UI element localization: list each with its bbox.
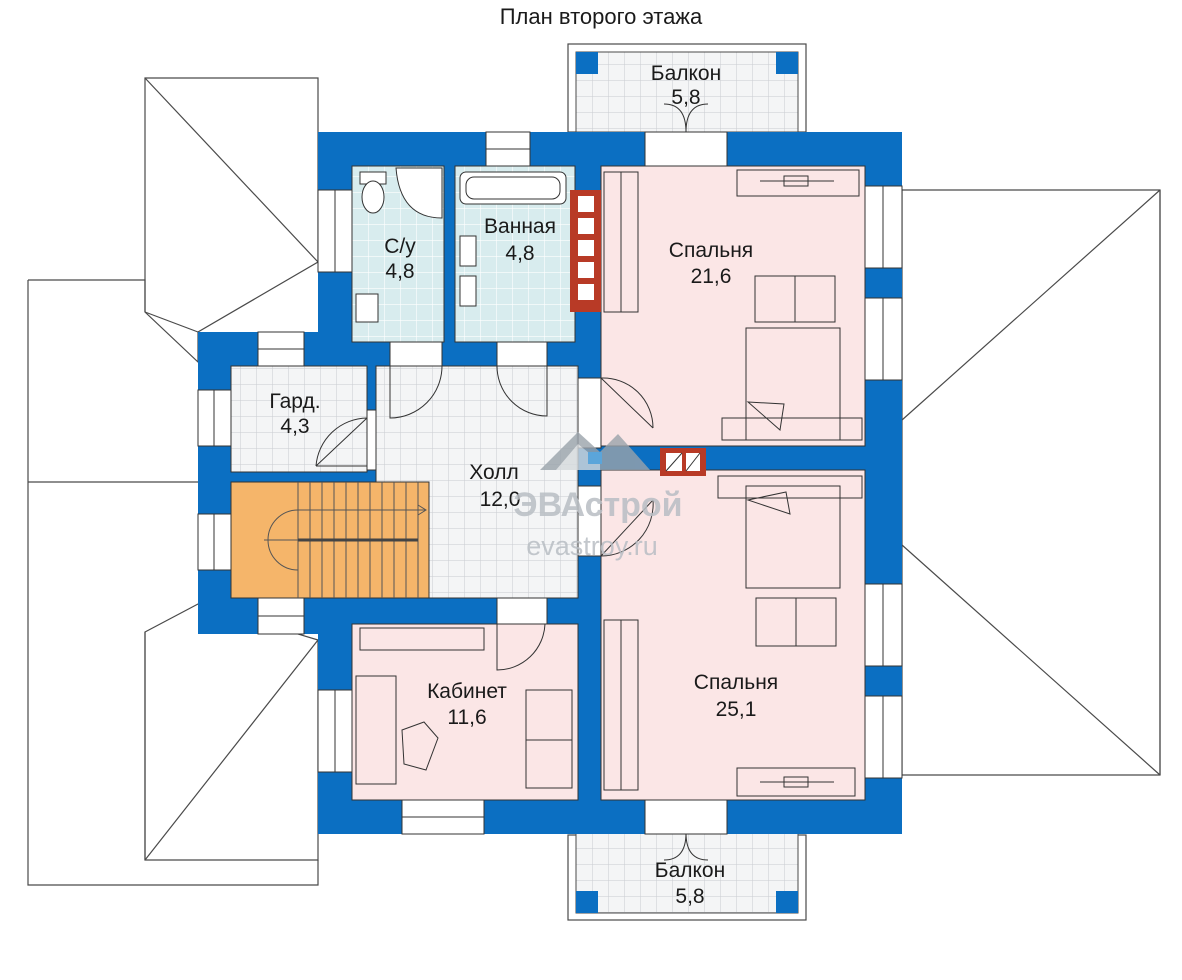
room-bedroom-2	[600, 469, 866, 801]
desk-icon	[355, 675, 397, 785]
bedroom-2-furniture	[603, 475, 863, 797]
room-name-study: Кабинет	[427, 680, 507, 703]
balcony-post	[576, 891, 598, 913]
room-area-hall: 12,0	[480, 488, 521, 511]
room-bedroom-1	[600, 165, 866, 447]
chimney-top	[570, 190, 601, 312]
sanitary-fixtures	[355, 167, 567, 323]
door-openings	[366, 131, 728, 835]
bed-icon	[745, 485, 841, 589]
room-name-bedroom-1: Спальня	[669, 239, 753, 262]
door-swings	[315, 365, 654, 671]
watermark-brand: ЭВАстрой	[513, 486, 682, 524]
room-area-balcony-bottom: 5,8	[675, 885, 704, 908]
shower-icon	[395, 167, 443, 219]
nightstand-icon	[721, 417, 863, 441]
room-name-balcony-bottom: Балкон	[655, 859, 725, 882]
study-furniture	[355, 627, 573, 789]
watermark: ЭВАстрой evastroy.ru	[513, 432, 683, 561]
pillow-icon	[746, 401, 785, 431]
room-name-bathroom: Ванная	[484, 215, 556, 238]
chimney-middle	[660, 448, 706, 476]
house-mountain-logo-icon	[540, 432, 650, 470]
room-area-bathroom-su: 4,8	[385, 260, 414, 283]
bedroom-1-furniture	[603, 169, 863, 441]
room-name-bathroom-su: С/у	[384, 235, 416, 258]
sink-icon	[459, 275, 477, 307]
tv-stand-icon	[736, 767, 856, 797]
room-area-bedroom-1: 21,6	[691, 265, 732, 288]
office-chair-icon	[401, 721, 439, 771]
shelf-icon	[359, 627, 485, 651]
room-area-bedroom-2: 25,1	[716, 698, 757, 721]
balcony-top	[575, 51, 799, 133]
room-name-bedroom-2: Спальня	[694, 671, 778, 694]
balcony-post	[576, 52, 598, 74]
pillow-icon	[746, 491, 791, 515]
room-name-hall: Холл	[469, 461, 519, 484]
balcony-bottom	[575, 832, 799, 914]
staircase-steps	[264, 482, 427, 598]
room-wardrobe	[230, 365, 368, 473]
room-name-balcony-top: Балкон	[651, 62, 721, 85]
plan-title: План второго этажа	[500, 4, 703, 29]
room-area-study: 11,6	[447, 706, 486, 729]
room-study	[351, 623, 579, 801]
balcony-post	[776, 52, 798, 74]
room-name-wardrobe: Гард.	[269, 390, 320, 413]
sink-icon	[459, 235, 477, 267]
watermark-site: evastroy.ru	[526, 531, 658, 561]
balcony-post	[776, 891, 798, 913]
room-area-wardrobe: 4,3	[280, 415, 309, 438]
room-labels: С/у 4,8 Ванная 4,8 Спальня 21,6 Гард. 4,…	[269, 62, 778, 908]
tv-stand-icon	[736, 169, 860, 197]
sink-icon	[355, 293, 379, 323]
room-area-balcony-top: 5,8	[671, 86, 700, 109]
nightstand-icon	[717, 475, 863, 499]
sofa-icon	[525, 689, 573, 789]
room-area-bathroom: 4,8	[505, 242, 534, 265]
toilet-icon	[361, 180, 385, 214]
windows	[197, 131, 903, 835]
